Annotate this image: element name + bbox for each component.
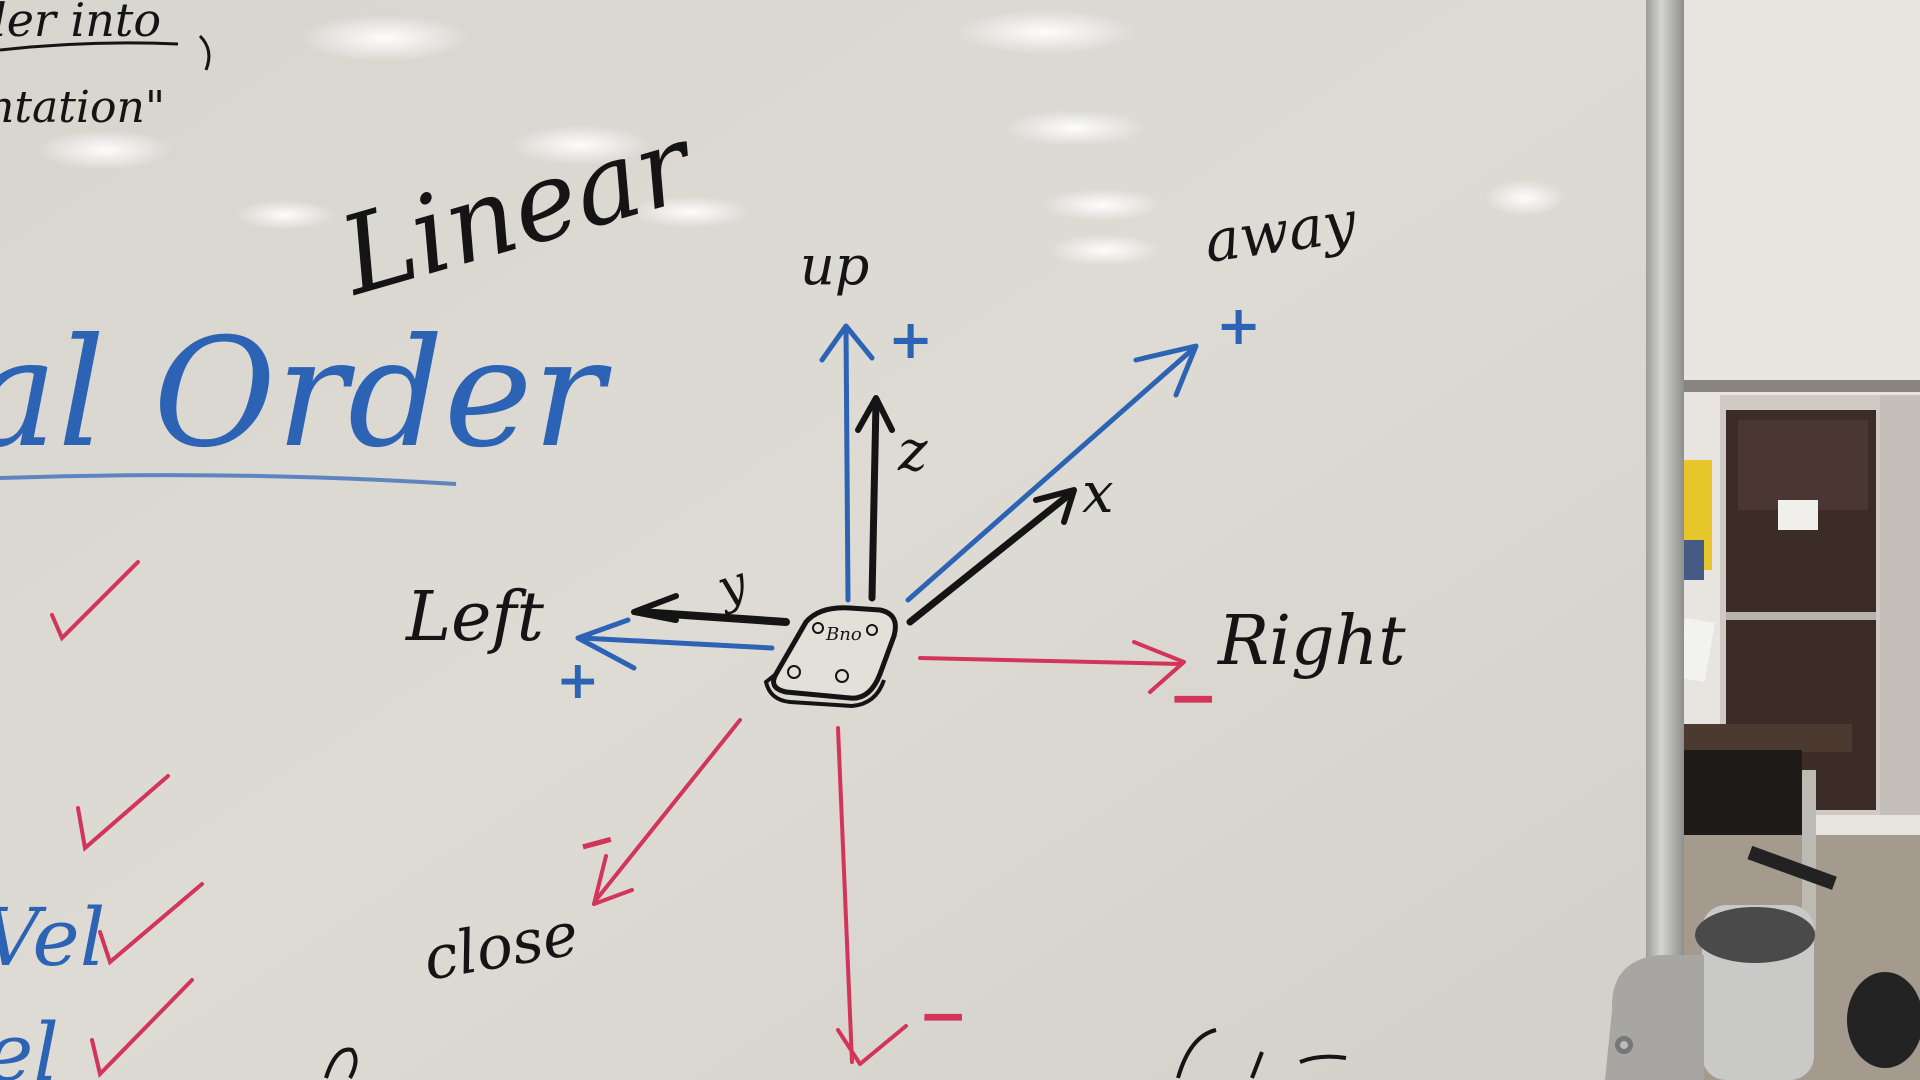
away-arrow xyxy=(905,345,1197,603)
checkmark-icon xyxy=(76,774,170,852)
checkmark-icons xyxy=(50,560,204,1078)
checkmark-icon xyxy=(90,978,194,1078)
room-background xyxy=(1668,0,1920,1080)
up-arrow xyxy=(843,325,851,603)
sign-left: + xyxy=(556,650,600,711)
checkmark-icon xyxy=(98,882,204,966)
label-right: Right xyxy=(1216,602,1406,681)
left-arrow xyxy=(579,635,775,651)
partial-heading: al Order xyxy=(0,307,613,481)
frame-bracket xyxy=(1605,955,1704,1080)
whiteboard-surface xyxy=(0,0,1652,1080)
sign-away: + xyxy=(1216,293,1261,357)
partial-bottom-mark-1 xyxy=(324,1047,358,1079)
label-left: Left xyxy=(404,578,545,657)
sign-down: − xyxy=(918,981,968,1051)
axis-diagram xyxy=(575,323,1199,1066)
x-axis-arrow xyxy=(906,490,1074,626)
axis-label-z: z xyxy=(897,419,928,484)
sign-up: + xyxy=(888,307,933,371)
y-axis-arrow xyxy=(636,608,790,626)
partial-item-2: el xyxy=(0,1006,59,1080)
partial-item-1: Vel xyxy=(0,891,105,984)
sensor-label: Bno xyxy=(825,624,862,645)
sign-right: − xyxy=(1168,663,1218,733)
whiteboard-frame xyxy=(1646,0,1684,1080)
right-arrow xyxy=(918,656,1182,666)
bno-sensor-icon xyxy=(763,605,898,709)
z-axis-arrow xyxy=(868,398,880,602)
close-arrow xyxy=(594,718,742,902)
light-glare xyxy=(37,10,1565,266)
partial-top-text-2: ntation" xyxy=(0,82,165,133)
checkmark-icon xyxy=(50,560,140,642)
partial-top-text-1: ler into xyxy=(0,0,161,47)
partial-bottom-mark-2 xyxy=(1176,1028,1347,1079)
down-arrow xyxy=(836,726,854,1064)
label-up: up xyxy=(800,234,869,297)
axis-label-x: x xyxy=(1082,461,1114,526)
